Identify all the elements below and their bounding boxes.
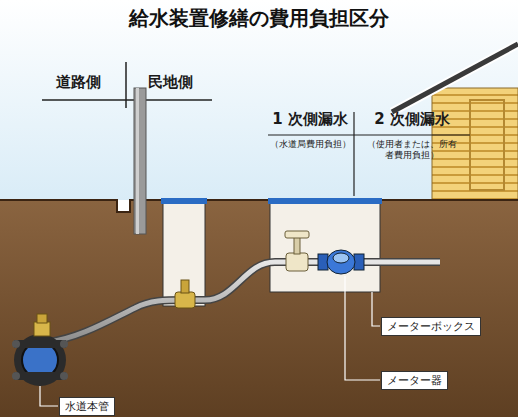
callout-label: 水道本管 <box>59 397 115 416</box>
cost-note: （使用者または、所有者費用負担） <box>366 139 458 161</box>
callout-label: メーターボックス <box>381 317 481 336</box>
area-label: 民地側 <box>148 73 193 91</box>
leak-label: 2 次側漏水 <box>374 110 450 128</box>
leak-label: 1 次側漏水 <box>272 110 348 128</box>
callout-label: メーター器 <box>381 371 448 390</box>
diagram-title: 給水装置修繕の費用負担区分 <box>129 6 389 30</box>
area-label: 道路側 <box>56 73 101 91</box>
cost-note: （水道局費用負担） <box>270 139 351 150</box>
